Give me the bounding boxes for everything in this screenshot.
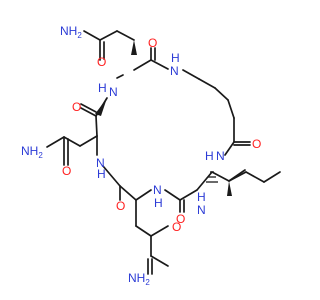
nh2-left-label: NH2 — [21, 144, 43, 160]
svg-text:H: H — [97, 167, 106, 181]
bond — [119, 185, 137, 201]
o-top-amide-label: O — [97, 55, 106, 69]
bond — [150, 255, 169, 267]
nh-ring-right-label: N H — [205, 149, 225, 163]
nh2-top-label: NH2 — [60, 24, 82, 40]
nh2-bottom-label: NH2 — [128, 271, 150, 287]
bond — [227, 99, 235, 119]
bond — [99, 30, 118, 41]
svg-text:N: N — [170, 64, 179, 78]
bond — [224, 141, 235, 156]
bond — [196, 171, 213, 191]
nh-ring-top-left-label: N H — [98, 81, 118, 99]
svg-text:H: H — [154, 196, 163, 210]
wedge-bond — [227, 181, 232, 196]
atom-labels: NH2 O O N H N H O NH2 O N H O N — [21, 24, 261, 287]
wedge-bond — [131, 40, 137, 55]
o-ring-right-label: O — [252, 137, 261, 151]
bond — [133, 59, 152, 71]
svg-text:N: N — [109, 85, 118, 99]
bond — [46, 136, 65, 148]
bond — [214, 87, 229, 101]
svg-text:H: H — [98, 81, 107, 95]
svg-text:N: N — [153, 183, 162, 197]
bond — [102, 165, 121, 187]
bond — [150, 59, 169, 70]
hashed-bond — [206, 171, 218, 183]
bond — [179, 189, 198, 201]
bond — [83, 30, 101, 41]
svg-text:H: H — [171, 51, 180, 65]
svg-text:N: N — [96, 156, 105, 170]
bond-lines — [46, 30, 251, 275]
bond — [116, 30, 135, 41]
nh-ring-left-label: N H — [96, 156, 106, 181]
svg-text:H: H — [197, 190, 206, 204]
bond — [95, 115, 98, 137]
nh-ring-bottom-right-label: N H — [197, 190, 206, 217]
bond — [150, 225, 169, 237]
svg-text:N: N — [197, 203, 206, 217]
bond — [80, 107, 97, 117]
o-ring-top-label: O — [148, 36, 157, 50]
o-left-amide-label: O — [62, 164, 71, 178]
bond — [135, 225, 152, 237]
bond — [63, 136, 81, 147]
molecule-canvas: NH2 O O N H N H O NH2 O N H O N — [21, 24, 281, 287]
o-bottom-amide-label: O — [172, 220, 181, 234]
o-ring-bottom-left-label: O — [116, 199, 125, 213]
bond — [164, 189, 181, 201]
svg-text:N: N — [216, 149, 225, 163]
nh-ring-bottom-label: N H — [153, 183, 163, 210]
molecule-structure: NH2 O O N H N H O NH2 O N H O N — [21, 24, 281, 287]
bond — [245, 171, 265, 183]
bond — [80, 103, 97, 113]
bond — [116, 74, 124, 79]
bond — [79, 135, 98, 147]
svg-text:H: H — [205, 149, 214, 163]
o-ring-bottom-right-label: O — [176, 212, 185, 226]
bond — [182, 69, 200, 80]
nh-ring-top-right-label: N H — [170, 51, 180, 78]
bond — [198, 78, 216, 89]
bond — [135, 189, 152, 201]
isoleucine-side-chain — [228, 171, 281, 183]
bond — [263, 171, 281, 183]
wedge-bond — [95, 98, 107, 116]
stereo-bonds — [95, 40, 232, 196]
o-ring-left-top-label: O — [72, 100, 81, 114]
bond — [211, 171, 230, 182]
bond — [228, 171, 247, 182]
